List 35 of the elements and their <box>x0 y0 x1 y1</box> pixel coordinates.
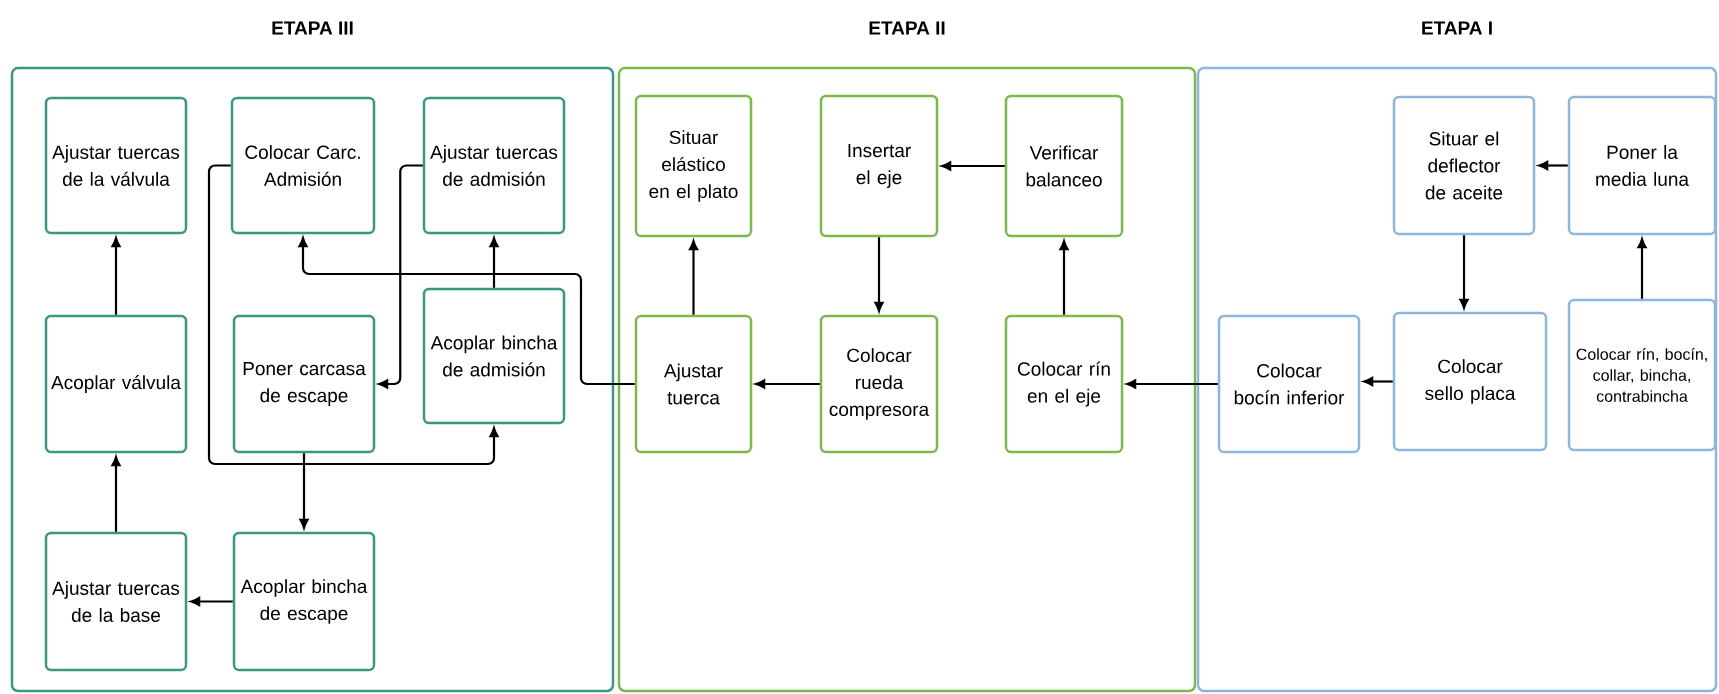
process-box: Ajustar tuercas de admisión <box>422 96 566 235</box>
process-box: Acoplar válvula <box>44 314 188 454</box>
arrow <box>111 456 121 532</box>
process-box: Colocar rueda compresora <box>819 314 939 454</box>
process-box: Verificar balanceo <box>1004 94 1124 238</box>
arrow <box>755 379 820 389</box>
process-box: Colocar rín, bocín, collar, bincha, contrabincha <box>1567 298 1717 452</box>
stage-heading: ETAPA III <box>272 21 353 35</box>
process-box: Ajustar tuerca <box>634 314 753 454</box>
process-box: Poner la media luna <box>1567 95 1717 236</box>
stage-heading: ETAPA I <box>1422 21 1492 35</box>
arrow <box>874 237 884 312</box>
process-box: Acoplar bincha de escape <box>232 531 376 672</box>
process-box: Colocar Carc. Admisión <box>230 96 376 235</box>
process-box: Colocar rín en el eje <box>1004 314 1124 454</box>
arrow <box>299 453 309 529</box>
arrow <box>111 237 121 315</box>
process-box: Situar elástico en el plato <box>634 94 753 238</box>
arrow <box>941 161 1005 171</box>
arrow <box>1459 235 1469 309</box>
process-box: Poner carcasa de escape <box>232 314 376 454</box>
arrow <box>1059 240 1069 315</box>
process-box: Ajustar tuercas de la válvula <box>44 96 188 235</box>
stage-heading: ETAPA II <box>869 21 945 35</box>
process-box: Insertar el eje <box>819 94 939 238</box>
process-box: Ajustar tuercas de la base <box>44 531 188 672</box>
process-box: Colocar sello placa <box>1392 311 1548 452</box>
arrow <box>1126 379 1218 389</box>
arrow <box>378 164 423 389</box>
process-box: Colocar bocín inferior <box>1217 314 1361 454</box>
process-box: Situar el deflector de aceite <box>1392 95 1536 236</box>
arrow <box>298 237 635 386</box>
arrow <box>1637 238 1647 299</box>
process-box: Acoplar bincha de admisión <box>422 287 566 425</box>
arrow <box>489 237 499 288</box>
